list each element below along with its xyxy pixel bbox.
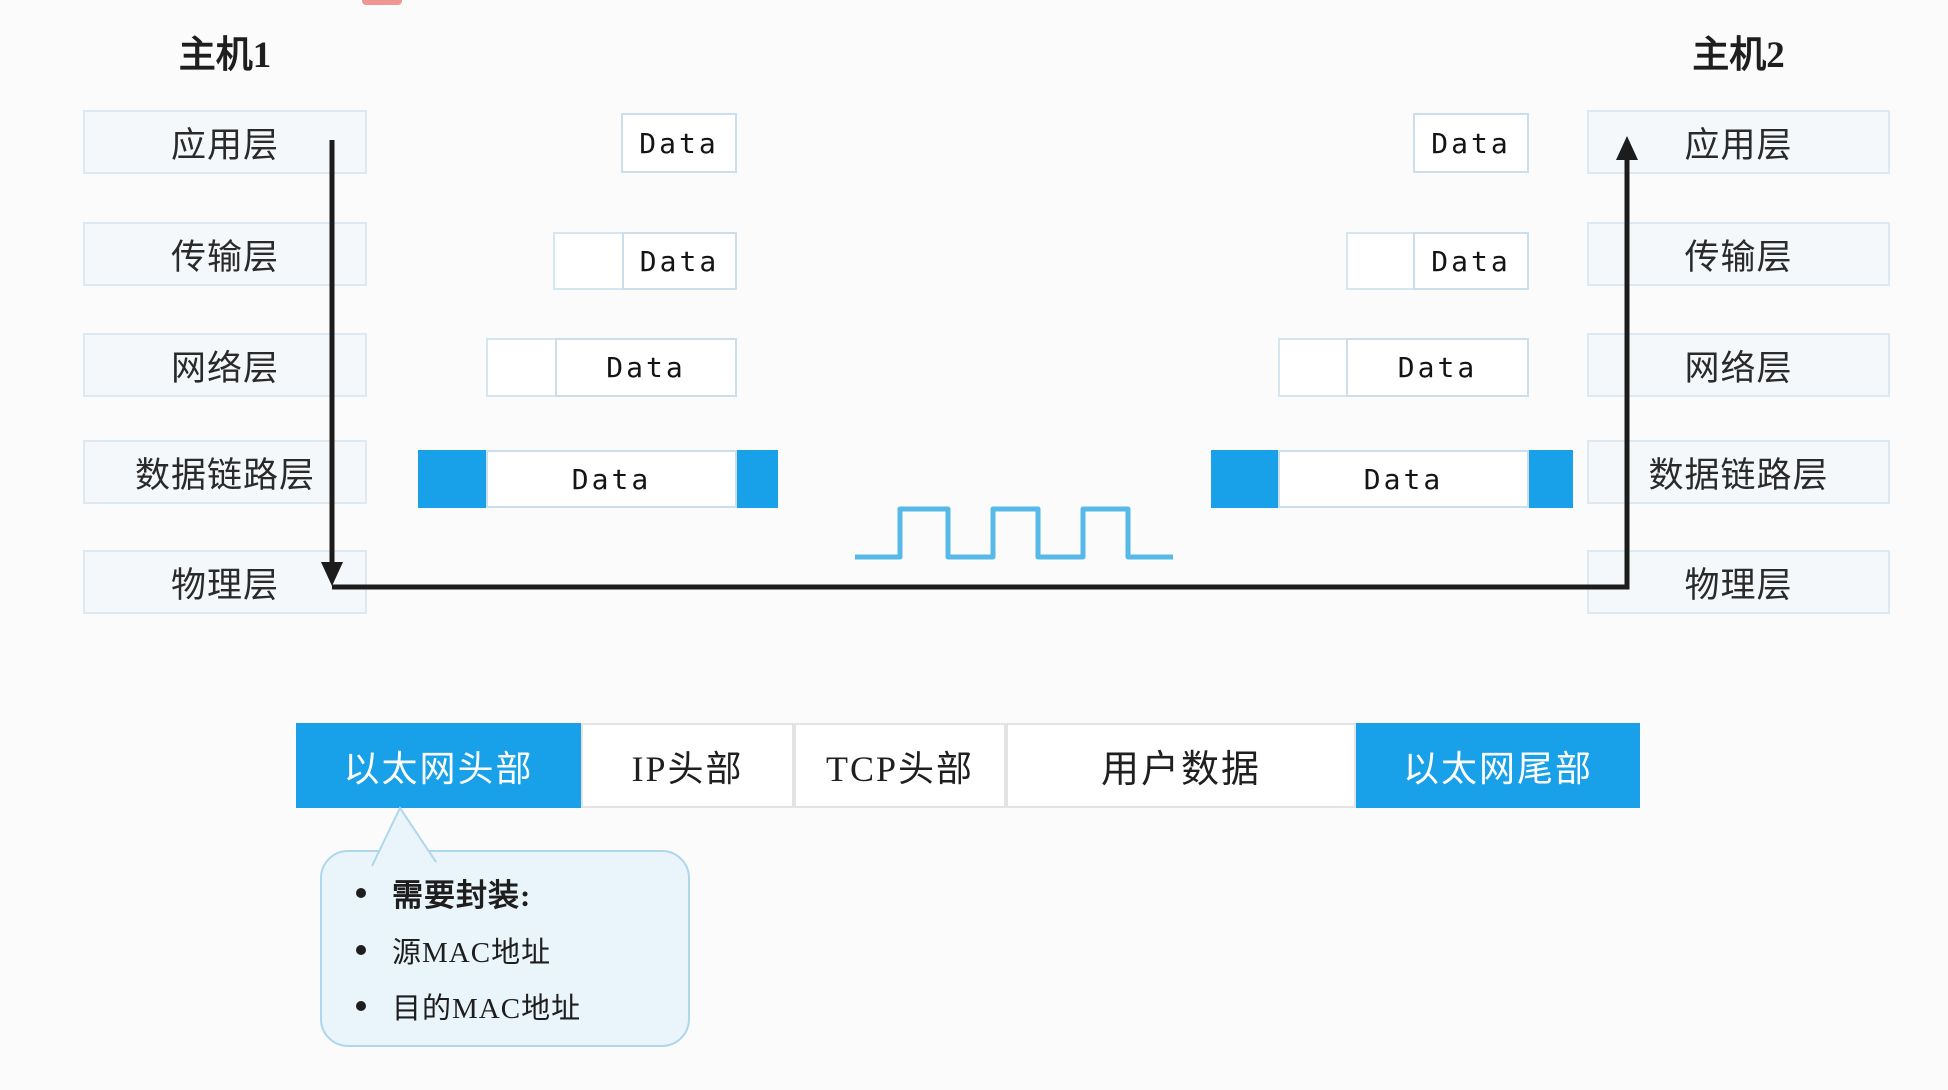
bullet-icon: [356, 945, 366, 955]
callout-tail: [371, 805, 437, 867]
packet-right-transport-data: Data: [1413, 232, 1529, 290]
red-annotation-artifact: [362, 0, 402, 5]
packet-right-ethernet-header: [1211, 450, 1278, 508]
packet-left-ip-header: [486, 338, 557, 397]
packet-left-ethernet-header: [418, 450, 486, 508]
signal-waveform: [855, 506, 1173, 560]
packet-right-network-data: Data: [1346, 338, 1529, 397]
frame-segment-tcp-header: TCP头部: [794, 723, 1006, 808]
host1-layer-physical: 物理层: [83, 550, 367, 614]
packet-right-tcp-header: [1346, 232, 1415, 290]
packet-right-app-data: Data: [1413, 113, 1529, 173]
host1-layer-datalink: 数据链路层: [83, 440, 367, 504]
host1-layer-transport: 传输层: [83, 222, 367, 286]
host2-layer-application: 应用层: [1587, 110, 1890, 174]
packet-right-frame-data: Data: [1278, 450, 1529, 508]
packet-right-ethernet-trailer: [1529, 450, 1573, 508]
host1-title: 主机1: [178, 35, 272, 76]
packet-left-tcp-header: [553, 232, 624, 290]
packet-left-ethernet-trailer: [737, 450, 778, 508]
callout-item-source-mac: 源MAC地址: [356, 929, 688, 971]
host2-layer-datalink: 数据链路层: [1587, 440, 1890, 504]
host1-layer-application: 应用层: [83, 110, 367, 174]
bullet-icon: [356, 1001, 366, 1011]
packet-left-frame-data: Data: [486, 450, 737, 508]
host2-title: 主机2: [1692, 35, 1785, 76]
bullet-icon: [356, 887, 366, 898]
frame-segment-ethernet-trailer: 以太网尾部: [1356, 723, 1640, 808]
callout-item-encapsulate: 需要封装:: [356, 870, 688, 915]
frame-segment-ethernet-header: 以太网头部: [296, 723, 581, 808]
frame-segment-ip-header: IP头部: [581, 723, 794, 808]
packet-left-app-data: Data: [621, 113, 737, 173]
host1-layer-network: 网络层: [83, 333, 367, 397]
ethernet-header-callout: 需要封装: 源MAC地址 目的MAC地址: [320, 850, 690, 1047]
packet-left-transport-data: Data: [622, 232, 737, 290]
host2-layer-physical: 物理层: [1587, 550, 1890, 614]
host2-layer-transport: 传输层: [1587, 222, 1890, 286]
host2-layer-network: 网络层: [1587, 333, 1890, 397]
packet-left-network-data: Data: [555, 338, 737, 397]
callout-item-dest-mac: 目的MAC地址: [356, 985, 688, 1027]
packet-right-ip-header: [1278, 338, 1348, 397]
frame-segment-user-data: 用户数据: [1006, 723, 1356, 808]
